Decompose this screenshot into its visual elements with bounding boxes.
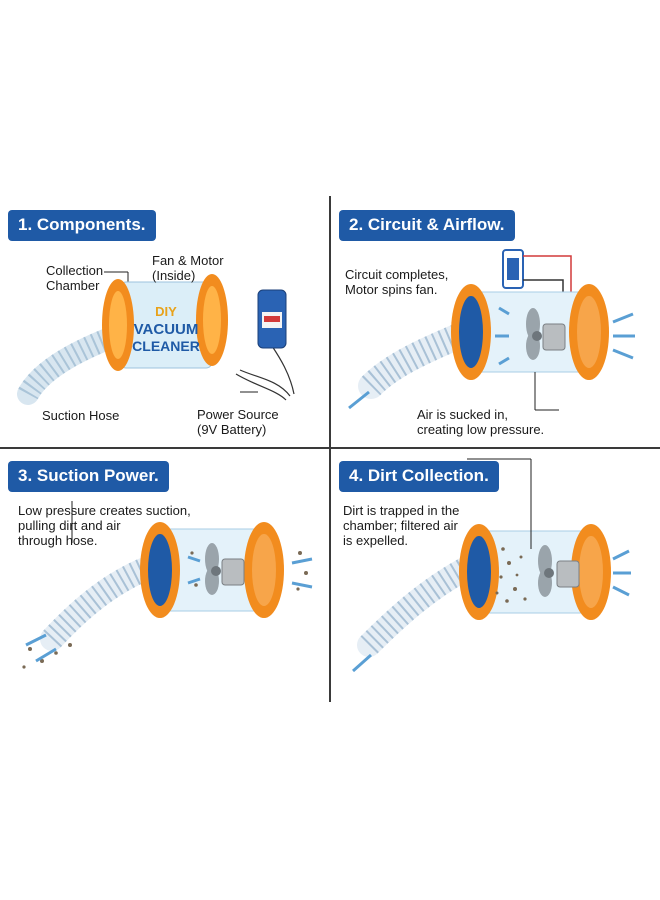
label-power-source: Power Source (9V Battery)	[197, 407, 279, 437]
panel-title-circuit-airflow: 2. Circuit & Airflow.	[339, 210, 515, 241]
motor-icon	[222, 559, 244, 585]
panel-components: DIY VACUUM CLEANER 1. Components. Collec…	[0, 196, 329, 447]
label-suction-hose: Suction Hose	[42, 408, 119, 423]
suction-hose-icon	[52, 567, 150, 639]
product-text-vacuum: VACUUM	[134, 321, 199, 338]
motor-icon	[557, 561, 579, 587]
vacuum-chamber-icon	[459, 524, 611, 620]
battery-icon	[258, 290, 286, 348]
suction-hose-icon	[28, 338, 110, 394]
label-fan-motor: Fan & Motor (Inside)	[152, 253, 224, 283]
panel-title-components: 1. Components.	[8, 210, 156, 241]
panel-suction-power: 3. Suction Power. Low pressure creates s…	[0, 449, 329, 702]
motor-icon	[543, 324, 565, 350]
product-text-diy: DIY	[155, 304, 177, 319]
panel-title-suction-power: 3. Suction Power.	[8, 461, 169, 492]
label-collection-chamber: Collection Chamber	[46, 263, 103, 293]
battery-icon	[503, 250, 523, 288]
panel-title-dirt-collection: 4. Dirt Collection.	[339, 461, 499, 492]
suction-hose-icon	[369, 569, 465, 645]
label-low-pressure: Low pressure creates suction, pulling di…	[18, 503, 191, 548]
label-circuit: Circuit completes, Motor spins fan.	[345, 267, 448, 297]
panel-circuit-airflow: 2. Circuit & Airflow. Circuit completes,…	[331, 196, 660, 447]
panel-dirt-collection: 4. Dirt Collection. Dirt is trapped in t…	[331, 449, 660, 702]
diagram-grid: DIY VACUUM CLEANER 1. Components. Collec…	[0, 196, 660, 702]
label-dirt-trapped: Dirt is trapped in the chamber; filtered…	[343, 503, 459, 548]
label-air-sucked: Air is sucked in, creating low pressure.	[417, 407, 544, 437]
product-text-cleaner: CLEANER	[132, 338, 200, 354]
suction-hose-icon	[371, 336, 459, 386]
